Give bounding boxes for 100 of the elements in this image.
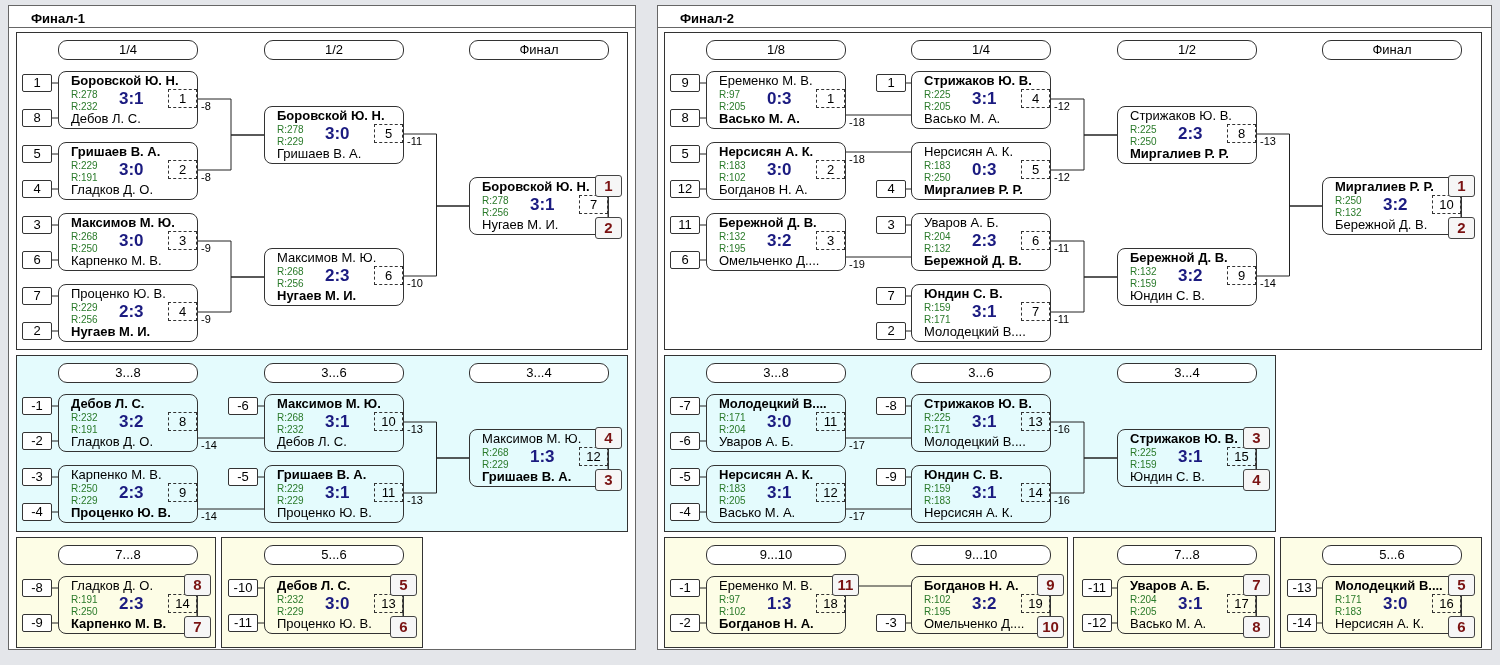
player-name: Гладков Д. О.	[71, 579, 154, 593]
seed-number: 3	[876, 216, 906, 234]
match-score: 0:3	[972, 161, 997, 179]
match-card	[911, 213, 1051, 271]
player-name: Нерсисян А. К.	[1335, 617, 1425, 631]
player-name: Юндин С. В.	[924, 287, 1003, 301]
round-header: 1/2	[264, 40, 404, 60]
rating: R:229	[482, 459, 509, 470]
rating: R:278	[482, 195, 509, 206]
final-place: 8	[1243, 616, 1270, 638]
bracket-line	[197, 134, 265, 171]
connector-line	[905, 330, 912, 332]
connector-line	[51, 153, 59, 155]
connector-line	[905, 82, 912, 84]
connector-line	[51, 295, 59, 297]
final-place: 3	[1243, 427, 1270, 449]
match-number: 13	[1021, 412, 1050, 431]
match-number: 4	[1021, 89, 1050, 108]
seed-number: 12	[670, 180, 700, 198]
rating: R:132	[924, 243, 951, 254]
round-header: 9...10	[911, 545, 1051, 565]
bracket-line	[1050, 276, 1118, 313]
rating: R:250	[1130, 136, 1157, 147]
player-name: Стрижаков Ю. В.	[1130, 432, 1238, 446]
final-place: 7	[1243, 574, 1270, 596]
rating: R:225	[1130, 124, 1157, 135]
final-place: 1	[1448, 175, 1475, 197]
rating: R:229	[277, 606, 304, 617]
match-card	[706, 465, 846, 523]
connector-line	[699, 622, 707, 624]
round-header: 7...8	[58, 545, 198, 565]
connector-line	[699, 476, 707, 478]
match-score: 1:3	[530, 448, 555, 466]
player-name: Нугаев М. И.	[482, 218, 559, 232]
connector-line	[1111, 587, 1118, 589]
match-score: 3:0	[325, 125, 350, 143]
match-score: 3:2	[119, 413, 144, 431]
match-score: 3:2	[1383, 196, 1408, 214]
match-number: 9	[168, 483, 197, 502]
player-name: Карпенко М. В.	[71, 468, 162, 482]
seed-number: -12	[1082, 614, 1112, 632]
bracket-line	[1256, 205, 1323, 277]
bracket-section	[16, 537, 216, 648]
edge-label: -8	[201, 100, 211, 112]
connector-line	[51, 330, 59, 332]
edge-label: -10	[407, 277, 423, 289]
player-name: Дебов Л. С.	[71, 112, 141, 126]
player-name: Гришаев В. А.	[277, 147, 362, 161]
player-name: Бережной Д. В.	[1335, 218, 1428, 232]
match-score: 3:1	[972, 484, 997, 502]
match-score: 3:1	[530, 196, 555, 214]
match-number: 2	[168, 160, 197, 179]
connector-line	[607, 448, 609, 470]
seed-number: 9	[670, 74, 700, 92]
seed-number: -5	[670, 468, 700, 486]
rating: R:205	[924, 101, 951, 112]
round-header: 7...8	[1117, 545, 1257, 565]
seed-number: -5	[228, 468, 258, 486]
panel-title: Финал-1	[31, 11, 85, 26]
seed-number: -7	[670, 397, 700, 415]
seed-number: -3	[22, 468, 52, 486]
seed-number: -11	[228, 614, 258, 632]
seed-number: -4	[670, 503, 700, 521]
edge-label: -13	[1260, 135, 1276, 147]
player-name: Стрижаков Ю. В.	[924, 74, 1032, 88]
final-place: 1	[595, 175, 622, 197]
bracket-line	[1050, 457, 1118, 494]
match-score: 3:1	[972, 303, 997, 321]
seed-number: 5	[22, 145, 52, 163]
connector-line	[402, 595, 404, 617]
round-header: 3...4	[1117, 363, 1257, 383]
bracket-line	[403, 205, 470, 277]
connector-line	[905, 188, 912, 190]
rating: R:225	[1130, 447, 1157, 458]
final-place: 6	[1448, 616, 1475, 638]
bracket-line	[197, 508, 265, 510]
rating: R:229	[277, 136, 304, 147]
player-name: Уваров А. Б.	[924, 216, 999, 230]
connector-line	[1460, 196, 1462, 218]
match-number: 6	[1021, 231, 1050, 250]
connector-line	[51, 224, 59, 226]
connector-line	[699, 153, 707, 155]
connector-line	[51, 476, 59, 478]
rating: R:102	[924, 594, 951, 605]
final-place: 9	[1037, 574, 1064, 596]
connector-line	[699, 440, 707, 442]
edge-label: -17	[849, 510, 865, 522]
player-name: Уваров А. Б.	[719, 435, 794, 449]
match-card	[706, 213, 846, 271]
match-number: 7	[1021, 302, 1050, 321]
match-number: 5	[1021, 160, 1050, 179]
connector-line	[51, 511, 59, 513]
seed-number: 1	[876, 74, 906, 92]
player-name: Боровской Ю. Н.	[482, 180, 590, 194]
match-score: 3:1	[1178, 595, 1203, 613]
bracket-panel	[8, 5, 636, 650]
rating: R:97	[719, 89, 741, 100]
match-score: 3:1	[1178, 448, 1203, 466]
connector-line	[51, 440, 59, 442]
rating: R:97	[719, 594, 741, 605]
